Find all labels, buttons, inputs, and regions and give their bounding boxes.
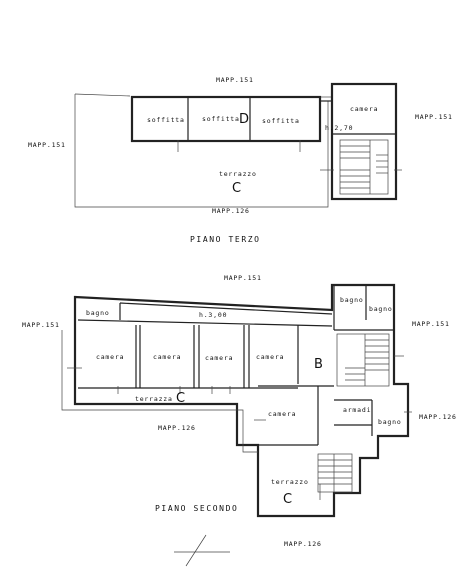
room-armadi: armadi bbox=[343, 406, 371, 414]
title-piano-secondo: PIANO SECONDO bbox=[155, 504, 238, 513]
letter-c-terzo: C bbox=[232, 181, 241, 196]
room-terrazzo-secondo: terrazzo bbox=[271, 478, 309, 486]
title-piano-terzo: PIANO TERZO bbox=[190, 235, 261, 244]
height-secondo: h.3,00 bbox=[199, 311, 227, 319]
room-soffitta-2: soffitta bbox=[202, 115, 240, 123]
mapp-secondo-right-2: MAPP.126 bbox=[419, 413, 457, 421]
stair-secondo-top bbox=[336, 333, 390, 387]
room-camera-3: camera bbox=[205, 354, 233, 362]
north-arrow bbox=[174, 534, 230, 567]
room-camera-2: camera bbox=[153, 353, 181, 361]
camera-block bbox=[330, 82, 398, 201]
mapp-terzo-bottom: MAPP.126 bbox=[212, 207, 250, 215]
mapp-secondo-top: MAPP.151 bbox=[224, 274, 262, 282]
soffitta-block bbox=[130, 95, 322, 143]
plan-terzo: MAPP.151 MAPP.151 MAPP.151 MAPP.126 soff… bbox=[28, 76, 453, 244]
letter-b: B bbox=[314, 357, 323, 372]
secondo-outline bbox=[73, 283, 410, 518]
letter-d: D bbox=[239, 112, 249, 127]
room-camera-1: camera bbox=[96, 353, 124, 361]
room-terrazzo-terzo: terrazzo bbox=[219, 170, 257, 178]
room-camera-5: camera bbox=[268, 410, 296, 418]
room-bagno-right: bagno bbox=[378, 418, 402, 426]
height-terzo: h.2,70 bbox=[325, 124, 353, 132]
room-soffitta-3: soffitta bbox=[262, 117, 300, 125]
mapp-secondo-left: MAPP.151 bbox=[22, 321, 60, 329]
plan-secondo: MAPP.151 MAPP.151 MAPP.151 MAPP.126 MAPP… bbox=[22, 274, 457, 567]
room-camera-terzo: camera bbox=[350, 105, 378, 113]
mapp-terzo-top: MAPP.151 bbox=[216, 76, 254, 84]
room-bagno-top: bagno bbox=[340, 296, 364, 304]
letter-c-secondo-1: C bbox=[176, 391, 185, 406]
letter-c-secondo-2: C bbox=[283, 492, 292, 507]
mapp-secondo-bottom: MAPP.126 bbox=[284, 540, 322, 548]
room-bagno-left: bagno bbox=[86, 309, 110, 317]
mapp-terzo-right: MAPP.151 bbox=[415, 113, 453, 121]
stair-terzo bbox=[339, 139, 389, 195]
room-soffitta-1: soffitta bbox=[147, 116, 185, 124]
mapp-secondo-right-1: MAPP.151 bbox=[412, 320, 450, 328]
mapp-terzo-left: MAPP.151 bbox=[28, 141, 66, 149]
stair-secondo-bottom bbox=[317, 453, 353, 493]
room-bagno-top2: bagno bbox=[369, 305, 393, 313]
mapp-secondo-bottom-left: MAPP.126 bbox=[158, 424, 196, 432]
terrazzo-outline bbox=[74, 94, 332, 208]
room-terrazza: terrazza bbox=[135, 395, 173, 403]
room-camera-4: camera bbox=[256, 353, 284, 361]
